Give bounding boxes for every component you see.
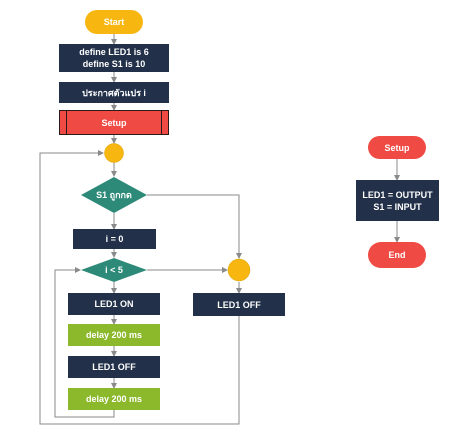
delay-2-label: delay 200 ms	[85, 394, 143, 404]
decision-s1-label: S1 ถูกกด	[96, 190, 132, 200]
init-i-block: i = 0	[73, 229, 156, 249]
led-on-label: LED1 ON	[94, 299, 134, 309]
led-off-inner-block: LED1 OFF	[68, 356, 160, 378]
setup-flow-body: LED1 = OUTPUT S1 = INPUT	[356, 180, 439, 221]
delay-1-block: delay 200 ms	[68, 324, 160, 346]
decision-s1-pressed	[81, 177, 147, 213]
setup-flow-end: End	[368, 242, 426, 268]
setup-flow-end-label: End	[388, 250, 406, 260]
define-block: define LED1 is 6 define S1 is 10	[59, 44, 169, 72]
init-i-label: i = 0	[105, 234, 124, 244]
setup-subroutine: Setup	[59, 110, 169, 135]
setup-left-bar	[66, 111, 67, 134]
decision-loop-label: i < 5	[105, 265, 123, 275]
setup-flow-line-1: LED1 = OUTPUT	[362, 189, 433, 200]
led-on-block: LED1 ON	[68, 293, 160, 315]
setup-flow-title: Setup	[384, 142, 410, 153]
setup-flow-line-2: S1 = INPUT	[373, 201, 422, 212]
define-line-1: define LED1 is 6	[79, 47, 149, 57]
delay-1-label: delay 200 ms	[85, 330, 143, 340]
setup-right-bar	[161, 111, 162, 134]
decision-i-less-5	[81, 258, 147, 282]
led-off-outer-block: LED1 OFF	[193, 293, 285, 316]
start-terminal: Start	[85, 10, 143, 34]
edge-outer-loop-back	[39, 150, 240, 425]
connector-right	[227, 258, 251, 282]
declare-label: ประกาศตัวแปร i	[82, 87, 146, 98]
connector-top	[104, 143, 124, 163]
define-line-2: define S1 is 10	[82, 59, 146, 69]
start-label: Start	[103, 17, 125, 27]
setup-label: Setup	[101, 117, 127, 128]
edge-decision-right	[147, 194, 242, 259]
declare-variable-block: ประกาศตัวแปร i	[59, 82, 169, 103]
delay-2-block: delay 200 ms	[68, 388, 160, 410]
led-off-inner-label: LED1 OFF	[92, 362, 136, 372]
led-off-outer-label: LED1 OFF	[217, 299, 261, 310]
edge-loop-back	[54, 267, 115, 418]
setup-flow-start: Setup	[368, 136, 426, 159]
